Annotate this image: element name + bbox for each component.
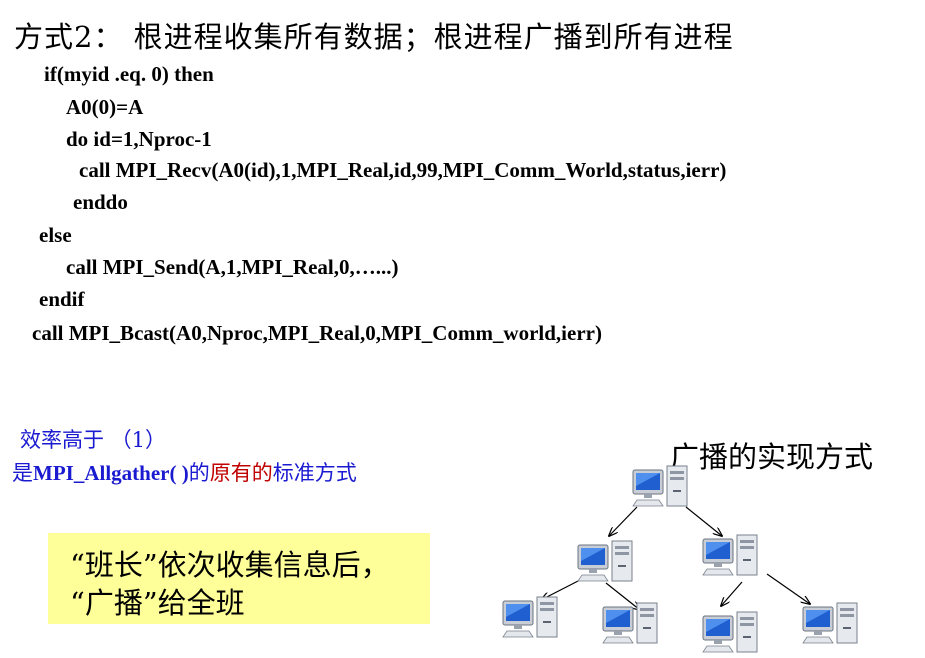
computer-icon: [702, 611, 758, 653]
code-line: enddo: [73, 190, 128, 214]
note-suffix: 标准方式: [272, 461, 357, 485]
code-line: call MPI_Bcast(A0,Nproc,MPI_Real,0,MPI_C…: [32, 321, 602, 345]
computer-icon: [702, 534, 758, 576]
code-line: A0(0)=A: [66, 95, 144, 119]
code-line: endif: [39, 287, 85, 311]
code-line: if(myid .eq. 0) then: [44, 62, 214, 86]
code-line: do id=1,Nproc-1: [66, 127, 212, 151]
callout-box: “班长”依次收集信息后， “广播”给全班: [48, 533, 430, 624]
note-prefix: 是: [12, 461, 33, 485]
broadcast-arrow: [766, 573, 810, 604]
note-mid: 的: [188, 461, 210, 485]
computer-icon: [502, 596, 558, 638]
original-highlight: 原有的: [209, 461, 273, 485]
code-line: call MPI_Recv(A0(id),1,MPI_Real,id,99,MP…: [79, 158, 727, 182]
efficiency-note: 效率高于 （1）: [20, 428, 167, 452]
code-line: else: [39, 223, 72, 247]
slide-title: 方式2： 根进程收集所有数据；根进程广播到所有进程: [14, 20, 734, 54]
broadcast-arrow: [685, 506, 722, 536]
computer-icon: [602, 602, 658, 644]
code-line: call MPI_Send(A,1,MPI_Real,0,…...): [66, 255, 399, 279]
broadcast-title: 广播的实现方式: [670, 440, 874, 474]
callout-line-1: “班长”依次收集信息后，: [70, 548, 390, 582]
broadcast-arrow: [609, 506, 638, 536]
computer-icon: [802, 602, 858, 644]
root-computer-icon: [632, 465, 688, 507]
broadcast-arrow: [721, 581, 743, 606]
callout-line-2: “广播”给全班: [70, 586, 245, 620]
allgather-function: MPI_Allgather( ): [33, 461, 189, 485]
standard-method-note: 是MPI_Allgather( )的原有的标准方式: [12, 457, 357, 487]
broadcast-arrow: [605, 582, 640, 610]
computer-icon: [577, 540, 633, 582]
